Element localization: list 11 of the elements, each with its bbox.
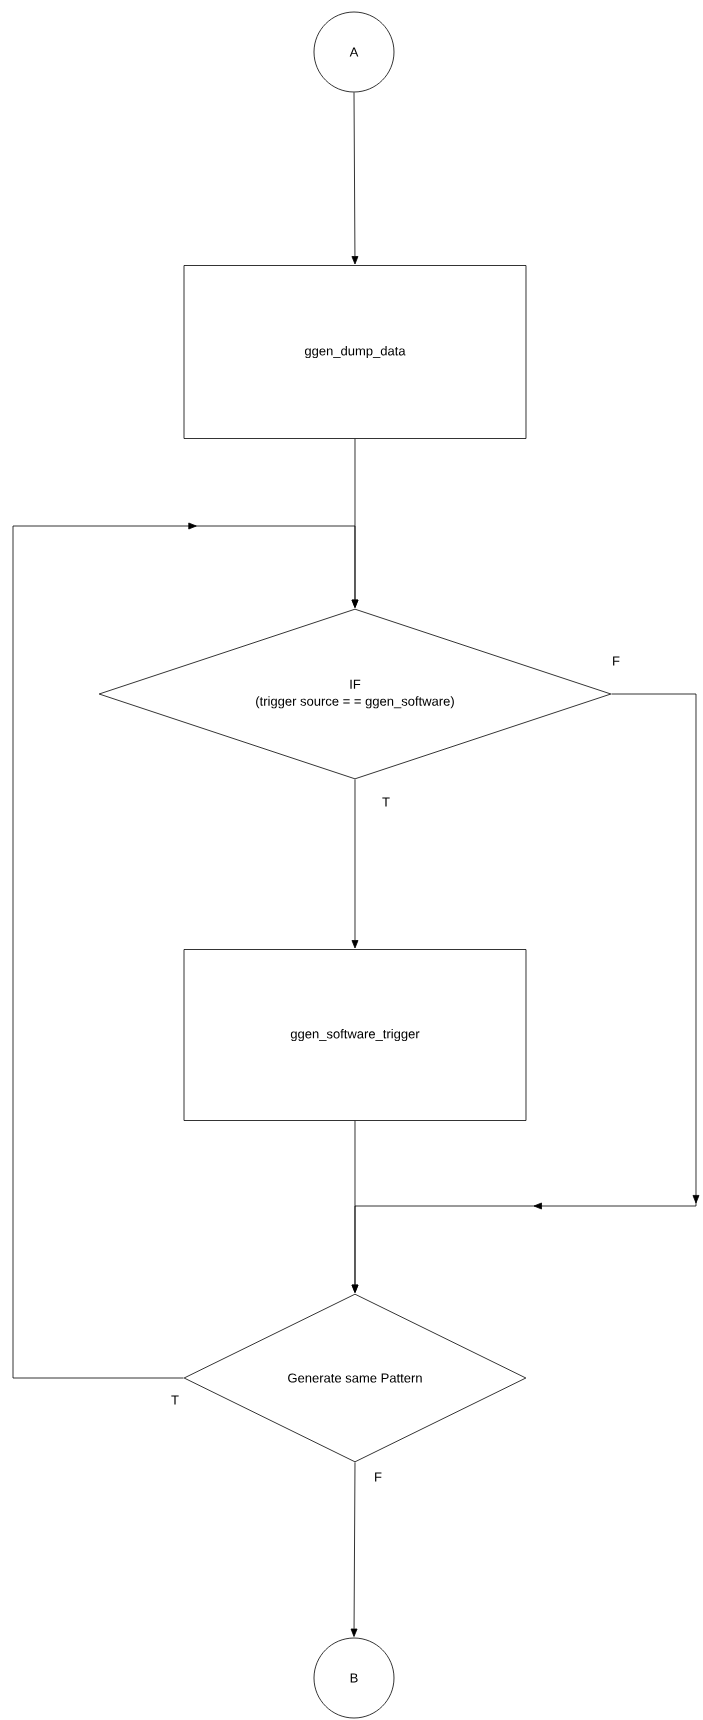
arrow <box>351 92 359 265</box>
edge-label: T <box>381 796 391 808</box>
edge-label: F <box>373 1471 383 1483</box>
edge-label: T <box>170 1394 180 1406</box>
arrow <box>351 1120 359 1293</box>
process-box: ggen_software_trigger <box>183 949 527 1121</box>
edge-label: F <box>611 655 621 667</box>
arrow <box>12 522 359 1379</box>
arrow <box>350 1462 358 1637</box>
arrow <box>351 779 359 949</box>
process-box: ggen_dump_data <box>183 265 527 439</box>
